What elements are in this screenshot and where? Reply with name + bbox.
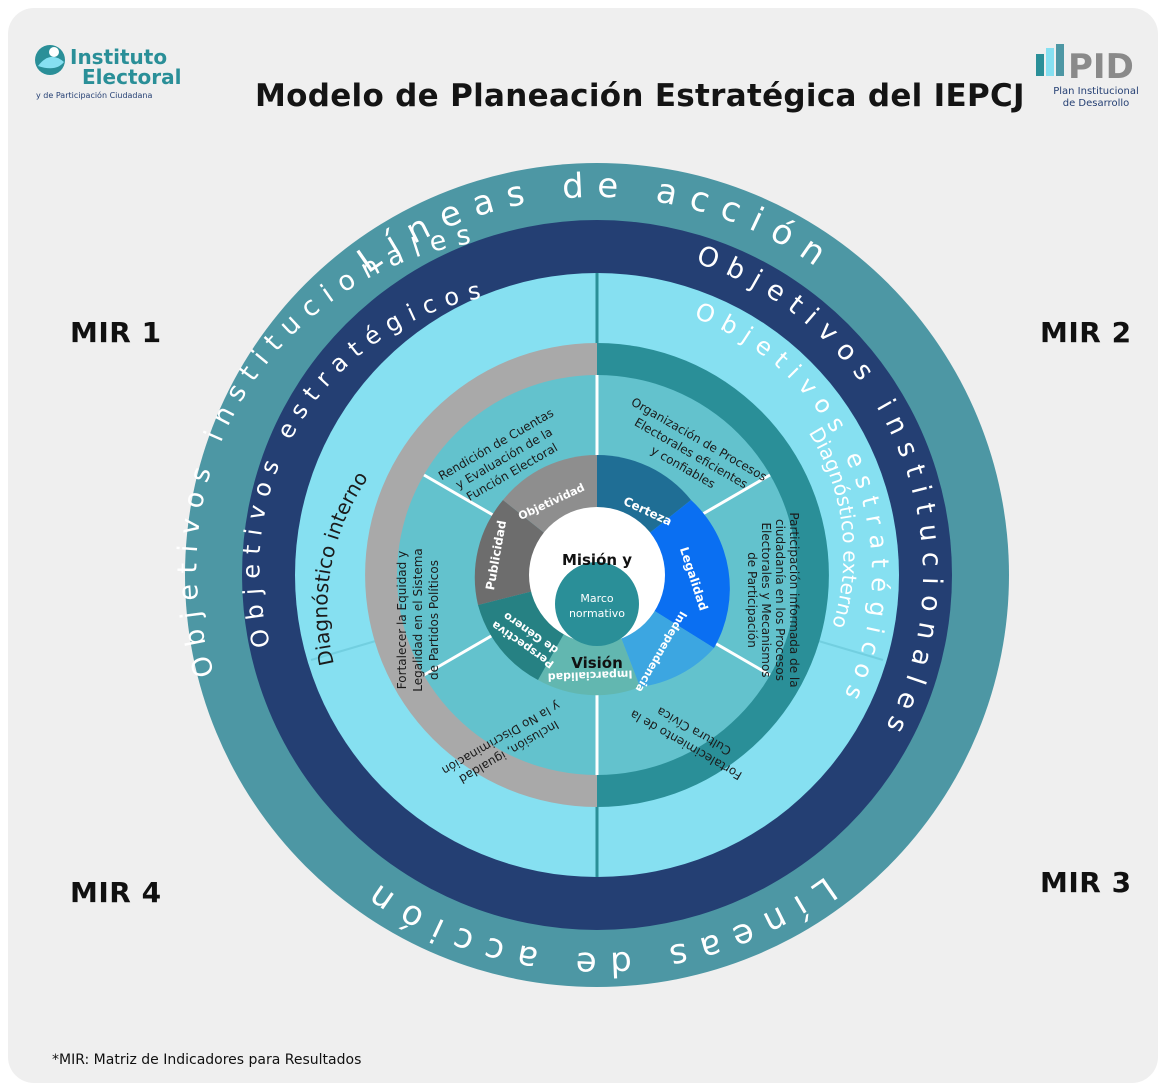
objective-participacion: Participación informada de la ciudadanía… xyxy=(745,512,801,687)
imparcialidad-label: Imparcialidad xyxy=(548,668,633,684)
mir-4-label: MIR 4 xyxy=(70,876,162,909)
svg-text:Electorales y Mecanismos: Electorales y Mecanismos xyxy=(759,522,773,677)
svg-text:Instituto: Instituto xyxy=(70,45,167,69)
svg-text:Fortalecer la Equidad y: Fortalecer la Equidad y xyxy=(395,551,409,689)
svg-text:y de Participación Ciudadana: y de Participación Ciudadana xyxy=(36,90,152,100)
vision-text: Visión xyxy=(571,654,623,672)
svg-text:Electoral: Electoral xyxy=(82,65,181,89)
objective-fortalecer-equidad: Fortalecer la Equidad y Legalidad en el … xyxy=(395,548,441,692)
svg-text:ciudadanía en los Procesos: ciudadanía en los Procesos xyxy=(773,519,787,681)
svg-text:de Desarrollo: de Desarrollo xyxy=(1063,98,1130,109)
mir-3-label: MIR 3 xyxy=(1040,866,1132,899)
svg-text:Participación informada de la: Participación informada de la xyxy=(787,512,801,687)
svg-text:Plan Institucional: Plan Institucional xyxy=(1053,86,1139,97)
mision-text: Misión y xyxy=(562,551,632,569)
normativo-text: normativo xyxy=(569,607,625,620)
mir-2-label: MIR 2 xyxy=(1040,316,1132,349)
page-title: Modelo de Planeación Estratégica del IEP… xyxy=(255,78,1025,114)
mir-1-label: MIR 1 xyxy=(70,316,162,349)
svg-text:Legalidad en el Sistema: Legalidad en el Sistema xyxy=(411,548,425,692)
pid-logo: PID Plan Institucional de Desarrollo xyxy=(1030,40,1160,130)
svg-text:PID: PID xyxy=(1068,47,1134,87)
iepc-logo: Instituto Electoral y de Participación C… xyxy=(28,32,198,122)
svg-text:de Participación: de Participación xyxy=(745,552,759,648)
svg-text:de Partidos Políticos: de Partidos Políticos xyxy=(427,560,441,680)
footnote: *MIR: Matriz de Indicadores para Resulta… xyxy=(52,1052,362,1068)
marco-text: Marco xyxy=(580,592,614,605)
marco-normativo-circle xyxy=(555,562,639,646)
